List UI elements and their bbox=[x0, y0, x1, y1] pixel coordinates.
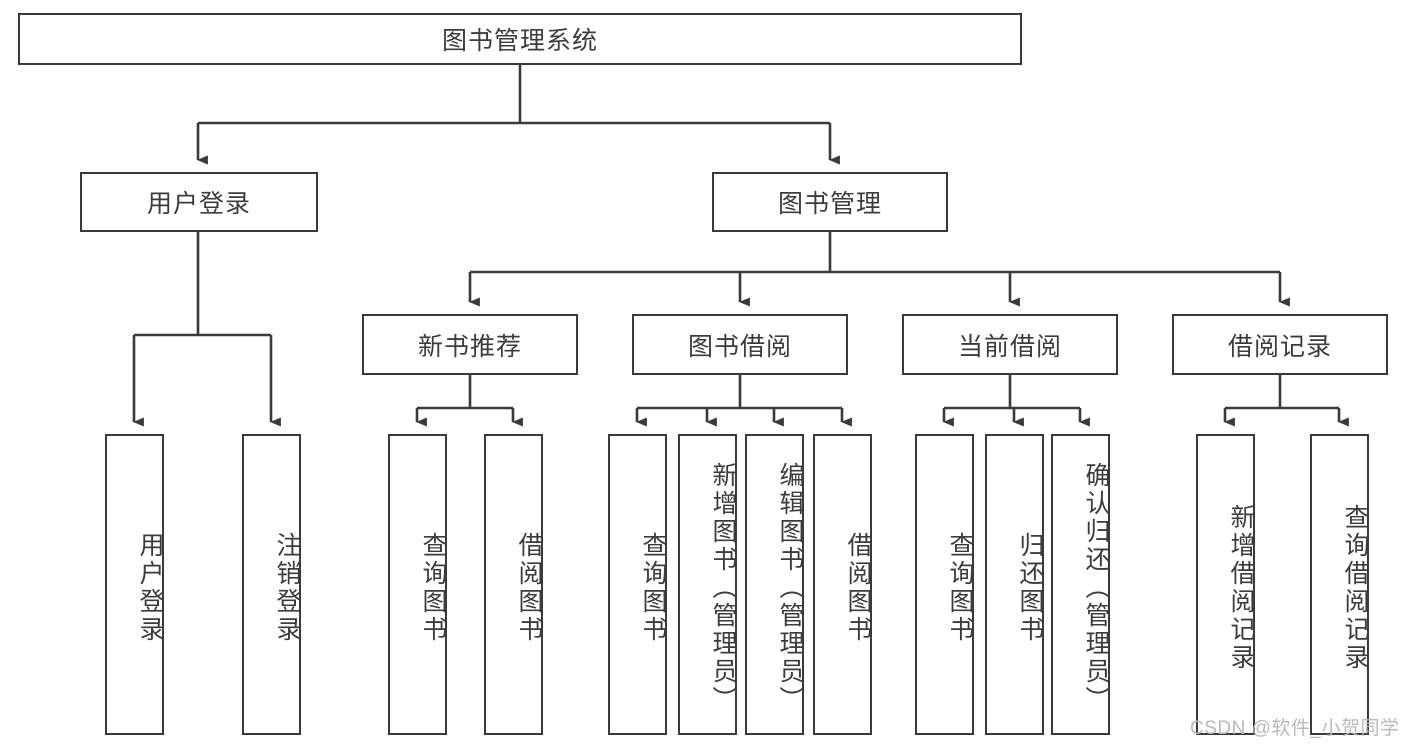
node-leaf-query-book-borrow[interactable]: 查询图书 bbox=[608, 434, 667, 735]
node-book-manage[interactable]: 图书管理 bbox=[712, 172, 948, 232]
node-leaf-borrow-book-rec-label: 借阅图书 bbox=[515, 531, 543, 644]
node-root-label: 图书管理系统 bbox=[441, 27, 598, 55]
node-leaf-query-book-rec[interactable]: 查询图书 bbox=[388, 434, 447, 735]
node-book-borrow-label: 图书借阅 bbox=[687, 332, 792, 361]
csdn-watermark: CSDN @软件_小贺同学 bbox=[1190, 718, 1400, 739]
node-new-book-rec-label: 新书推荐 bbox=[417, 332, 522, 361]
node-leaf-logout-label: 注销登录 bbox=[273, 531, 301, 644]
node-leaf-user-login[interactable]: 用户登录 bbox=[105, 434, 164, 735]
node-leaf-query-book-borrow-label: 查询图书 bbox=[639, 531, 667, 644]
node-leaf-query-book-rec-label: 查询图书 bbox=[419, 531, 447, 644]
node-leaf-user-login-label: 用户登录 bbox=[136, 531, 164, 644]
node-user-login-label: 用户登录 bbox=[146, 190, 251, 218]
node-leaf-query-book-cur[interactable]: 查询图书 bbox=[915, 434, 974, 735]
node-leaf-return-book-label: 归还图书 bbox=[1016, 531, 1044, 644]
node-leaf-confirm-return-label: 确认归还（管理员） bbox=[1082, 461, 1110, 714]
node-book-borrow[interactable]: 图书借阅 bbox=[632, 314, 848, 375]
node-leaf-add-record[interactable]: 新增借阅记录 bbox=[1196, 434, 1255, 735]
node-leaf-add-book-label: 新增图书（管理员） bbox=[709, 461, 737, 714]
node-leaf-edit-book-label: 编辑图书（管理员） bbox=[776, 461, 804, 714]
node-user-login[interactable]: 用户登录 bbox=[80, 172, 318, 232]
node-leaf-confirm-return[interactable]: 确认归还（管理员） bbox=[1051, 434, 1110, 735]
node-book-manage-label: 图书管理 bbox=[777, 190, 882, 218]
node-borrow-record[interactable]: 借阅记录 bbox=[1172, 314, 1388, 375]
node-leaf-borrow-book[interactable]: 借阅图书 bbox=[813, 434, 872, 735]
node-leaf-add-book[interactable]: 新增图书（管理员） bbox=[678, 434, 737, 735]
node-root[interactable]: 图书管理系统 bbox=[18, 13, 1022, 65]
node-leaf-logout[interactable]: 注销登录 bbox=[242, 434, 301, 735]
node-leaf-add-record-label: 新增借阅记录 bbox=[1227, 503, 1255, 672]
node-leaf-edit-book[interactable]: 编辑图书（管理员） bbox=[745, 434, 804, 735]
node-leaf-query-record-label: 查询借阅记录 bbox=[1341, 503, 1369, 672]
node-current-borrow[interactable]: 当前借阅 bbox=[902, 314, 1118, 375]
node-leaf-query-record[interactable]: 查询借阅记录 bbox=[1310, 434, 1369, 735]
node-leaf-borrow-book-label: 借阅图书 bbox=[844, 531, 872, 644]
node-leaf-return-book[interactable]: 归还图书 bbox=[985, 434, 1044, 735]
node-new-book-rec[interactable]: 新书推荐 bbox=[362, 314, 578, 375]
node-current-borrow-label: 当前借阅 bbox=[957, 332, 1062, 361]
node-leaf-borrow-book-rec[interactable]: 借阅图书 bbox=[484, 434, 543, 735]
node-borrow-record-label: 借阅记录 bbox=[1227, 332, 1332, 361]
node-leaf-query-book-cur-label: 查询图书 bbox=[946, 531, 974, 644]
